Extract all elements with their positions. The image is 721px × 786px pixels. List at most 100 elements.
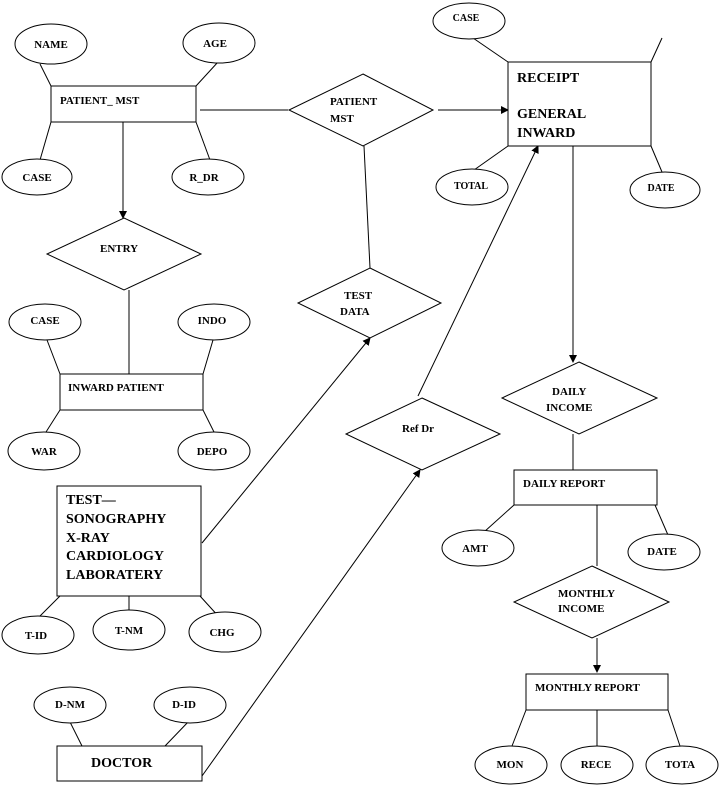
attribute-depo: DEPO: [177, 431, 251, 471]
attribute-t-id: T-ID: [1, 615, 75, 655]
entity-test-line-4: CARDIOLOGY: [66, 549, 164, 564]
attribute-total-label: TOTAL: [454, 181, 488, 192]
attribute-t-nm-label: T-NM: [115, 625, 144, 637]
relationship-monthly-income-line-1: MONTHLY: [558, 588, 615, 600]
edge-date-daily: [654, 504, 669, 536]
edge-case-patient: [39, 121, 52, 161]
entity-patient-mst-label: PATIENT_ MST: [60, 95, 140, 107]
relationship-patient-mst: PATIENT MST: [287, 73, 435, 147]
attribute-r-dr: R_DR: [171, 158, 245, 196]
attribute-inward-case: CASE: [8, 303, 82, 341]
relationship-monthly-income-line-2: INCOME: [558, 603, 604, 615]
attribute-war-label: WAR: [31, 446, 58, 458]
relationship-patient-mst-line-2: MST: [330, 113, 355, 125]
edge-rel-to-testdata: [363, 145, 371, 269]
attribute-patient-case-label: CASE: [22, 172, 51, 184]
edge-dnm-doctor: [69, 721, 83, 747]
entity-receipt-line-1: RECEIPT: [517, 71, 580, 86]
entity-receipt: RECEIPT GENERAL INWARD: [507, 61, 652, 147]
edge-refdr-to-receipt: [417, 145, 539, 397]
relationship-daily-income-line-1: DAILY: [552, 386, 586, 398]
attribute-d-id: D-ID: [153, 686, 227, 724]
relationship-test-data-line-2: DATA: [340, 306, 370, 318]
attribute-receipt-date: DATE: [629, 171, 701, 209]
edge-did-doctor: [164, 719, 191, 747]
relationship-entry: ENTRY: [45, 217, 203, 291]
attribute-daily-date-label: DATE: [647, 546, 677, 558]
relationship-test-data: TEST DATA: [296, 267, 443, 339]
connectors: [37, 37, 681, 777]
attribute-rece-label: RECE: [581, 759, 612, 771]
edge-name-patient: [39, 63, 52, 87]
attribute-total: TOTAL: [435, 168, 509, 206]
attribute-t-nm: T-NM: [92, 609, 166, 651]
edge-amt-daily: [483, 504, 515, 533]
attribute-d-id-label: D-ID: [172, 699, 196, 711]
attribute-receipt-date-label: DATE: [647, 183, 674, 194]
entity-monthly-report-label: MONTHLY REPORT: [535, 682, 641, 694]
entity-monthly-report: MONTHLY REPORT: [525, 673, 669, 711]
edge-case-inward: [46, 339, 61, 375]
attribute-mon: MON: [474, 745, 548, 785]
entity-inward-patient-label: INWARD PATIENT: [68, 382, 165, 394]
edge-total-receipt: [473, 145, 509, 171]
relationship-daily-income: DAILY INCOME: [500, 361, 659, 435]
entity-daily-report-label: DAILY REPORT: [523, 478, 606, 490]
edge-test-to-testdata: [201, 337, 371, 544]
entity-receipt-line-3: GENERAL: [517, 107, 586, 122]
attribute-daily-date: DATE: [627, 533, 701, 571]
relationship-patient-mst-line-1: PATIENT: [330, 96, 378, 108]
edge-extra-receipt: [650, 37, 663, 63]
attribute-chg-label: CHG: [209, 627, 235, 639]
attribute-indo-label: INDO: [198, 315, 227, 327]
attribute-rece: RECE: [560, 745, 634, 785]
attribute-depo-label: DEPO: [197, 446, 228, 458]
relationship-daily-income-line-2: INCOME: [546, 402, 592, 414]
attribute-war: WAR: [7, 431, 81, 471]
attribute-name-label: NAME: [34, 39, 68, 51]
attribute-age: AGE: [182, 22, 256, 64]
entity-doctor: DOCTOR: [56, 745, 203, 782]
attribute-d-nm-label: D-NM: [55, 699, 86, 711]
edge-war-inward: [45, 409, 61, 433]
relationship-test-data-line-1: TEST: [344, 290, 373, 302]
edge-date-receipt: [650, 145, 663, 173]
attribute-d-nm: D-NM: [33, 686, 107, 724]
entity-patient-mst: PATIENT_ MST: [50, 85, 197, 123]
relationship-monthly-income: MONTHLY INCOME: [512, 565, 671, 639]
attribute-r-dr-label: R_DR: [189, 172, 219, 184]
relationship-ref-dr-label: Ref Dr: [402, 423, 434, 435]
attribute-name: NAME: [14, 23, 88, 65]
attribute-tota-label: TOTA: [665, 759, 695, 771]
attribute-t-id-label: T-ID: [25, 630, 47, 642]
edge-indo-inward: [202, 339, 214, 375]
attribute-inward-case-label: CASE: [30, 315, 59, 327]
entity-test-line-2: SONOGRAPHY: [66, 512, 166, 527]
edge-doctor-to-refdr: [201, 469, 421, 777]
attribute-chg: CHG: [188, 611, 262, 653]
attribute-amt-label: AMT: [462, 543, 488, 555]
attribute-receipt-case-label: CASE: [453, 13, 480, 24]
attribute-receipt-case: CASE: [432, 2, 506, 40]
entity-test-line-3: X-RAY: [66, 531, 110, 546]
entity-receipt-line-4: INWARD: [517, 126, 575, 141]
attribute-age-label: AGE: [203, 38, 227, 50]
edge-mon-monthly: [511, 709, 527, 747]
attribute-mon-label: MON: [497, 759, 524, 771]
edge-case-receipt: [472, 37, 509, 63]
entity-daily-report: DAILY REPORT: [513, 469, 658, 506]
edge-age-patient: [195, 61, 219, 87]
entity-test-line-1: TEST—: [66, 493, 117, 508]
relationship-entry-label: ENTRY: [100, 243, 138, 255]
edge-depo-inward: [202, 409, 215, 433]
edge-tota-monthly: [667, 709, 681, 747]
attribute-indo: INDO: [177, 303, 251, 341]
attribute-patient-case: CASE: [1, 158, 73, 196]
attribute-tota: TOTA: [645, 745, 719, 785]
edge-rdr-patient: [195, 121, 211, 161]
edge-tid-test: [37, 595, 61, 619]
entity-inward-patient: INWARD PATIENT: [59, 373, 204, 411]
entity-doctor-label: DOCTOR: [91, 756, 153, 771]
